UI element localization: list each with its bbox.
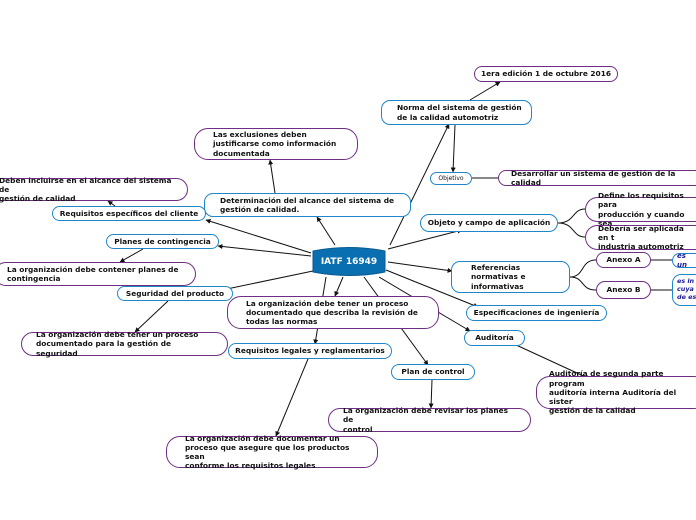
node-deben-incluirse[interactable]: Deben incluirse en el alcance del sistem… (0, 176, 188, 203)
link-planes-contingencia (217, 243, 312, 257)
node-proceso-seguridad[interactable]: La organización debe tener un proceso do… (21, 330, 228, 358)
node-nota-b[interactable]: es in cuya de es (672, 274, 696, 306)
link-norma (389, 123, 450, 246)
node-requisitos-cliente[interactable]: Requisitos específicos del cliente (52, 206, 206, 221)
link-determinacion (316, 216, 336, 246)
node-documentar-proceso[interactable]: La organización debe documentar un proce… (166, 434, 378, 470)
link-exclusiones (268, 159, 276, 194)
link-proceso-seguridad (134, 300, 169, 333)
link-proceso-revision (334, 276, 344, 297)
node-especificaciones[interactable]: Especificaciones de ingeniería (466, 305, 607, 321)
node-seguridad-producto[interactable]: Seguridad del producto (117, 286, 233, 301)
node-auditoria-segunda[interactable]: Auditoría de segunda parte program audit… (536, 369, 696, 415)
bracket-referencias (569, 259, 597, 291)
node-edicion[interactable]: 1era edición 1 de octubre 2016 (474, 66, 618, 82)
node-deberia-aplicada[interactable]: Debería ser aplicada en t industria auto… (585, 224, 696, 251)
link-especificaciones (385, 269, 479, 308)
node-contener-planes[interactable]: La organización debe contener planes de … (0, 262, 196, 286)
node-requisitos-legales[interactable]: Requisitos legales y reglamentarios (228, 343, 392, 359)
link-contener-planes (119, 248, 144, 263)
node-exclusiones[interactable]: Las exclusiones deben justificarse como … (194, 128, 358, 160)
bracket-objeto (557, 208, 586, 238)
node-auditoria[interactable]: Auditoría (464, 330, 525, 346)
node-norma[interactable]: Norma del sistema de gestión de la calid… (381, 100, 532, 125)
link-referencias (387, 261, 453, 273)
node-define-requisitos[interactable]: Define los requisitos para producción y … (585, 191, 696, 228)
link-requisitos-cliente (205, 218, 312, 254)
node-plan-control[interactable]: Plan de control (391, 364, 475, 380)
link-objeto (387, 228, 463, 250)
central-shape (312, 247, 386, 276)
central-label: IATF 16949 (320, 256, 378, 267)
node-nota-a[interactable]: es un (672, 252, 696, 269)
node-referencias[interactable]: Referencias normativas e informativas (451, 261, 570, 293)
node-planes-contingencia[interactable]: Planes de contingencia (106, 234, 219, 249)
link-edicion (469, 81, 501, 101)
node-objetivo[interactable]: Objetivo (430, 172, 472, 185)
node-objeto-campo[interactable]: Objeto y campo de aplicación (420, 214, 558, 232)
central-topic[interactable]: IATF 16949 (311, 246, 387, 277)
node-desarrollar[interactable]: Desarrollar un sistema de gestión de la … (498, 169, 696, 187)
node-anexo-b[interactable]: Anexo B (596, 281, 651, 299)
node-determinacion[interactable]: Determinación del alcance del sistema de… (204, 193, 411, 217)
node-proceso-revision[interactable]: La organización debe tener un proceso do… (227, 296, 439, 329)
link-deben-incluirse (107, 200, 116, 207)
node-anexo-a[interactable]: Anexo A (596, 252, 651, 268)
link-revisar (428, 379, 434, 409)
node-revisar-planes[interactable]: La organización debe revisar los planes … (328, 406, 531, 434)
link-auditoria-segunda (513, 343, 591, 380)
link-documentar (275, 358, 309, 437)
link-seguridad (221, 270, 314, 292)
link-objetivo (450, 124, 456, 173)
